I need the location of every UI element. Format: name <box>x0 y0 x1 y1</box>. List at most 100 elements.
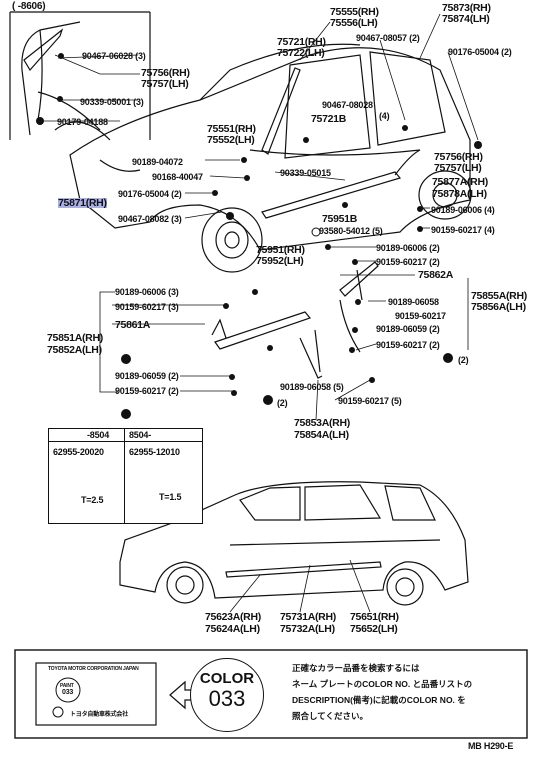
note-line-1: 正確なカラー品番を検索するには <box>292 663 420 673</box>
part-label: 75721B <box>311 113 346 125</box>
plate-footer: トヨタ自動車株式会社 <box>70 712 129 718</box>
part-label: 75757(LH) <box>141 78 189 90</box>
side-body-moulding <box>225 561 382 578</box>
window-frame-moulding <box>261 67 301 155</box>
inset-header: ( -8606) <box>12 1 46 12</box>
part-label: 75652(LH) <box>350 623 398 635</box>
clip-header-left: -8504 <box>87 430 110 440</box>
part-label: 75756(RH) <box>141 67 190 79</box>
part-label: (4) <box>379 111 390 121</box>
part-label: 90159-60217 <box>395 311 446 321</box>
part-label: 90168-40047 <box>152 172 203 182</box>
part-label: 90159-60217 (2) <box>376 257 440 267</box>
part-label: 90159-60217 (2) <box>115 386 179 396</box>
part-label: 90467-08028 <box>322 100 373 110</box>
plate-title: TOYOTA MOTOR CORPORATION JAPAN <box>48 666 139 672</box>
plate-color-code: 033 <box>62 689 74 696</box>
clip-left-part: 62955-20020 <box>53 447 104 457</box>
part-label: 90179-04188 <box>57 117 108 127</box>
part-label: 75732A(LH) <box>280 623 335 635</box>
part-label: 75623A(RH) <box>205 611 261 623</box>
part-label: 75854A(LH) <box>294 429 349 441</box>
part-label: 75555(RH) <box>330 6 379 18</box>
part-label: 90467-08057 (2) <box>356 33 420 43</box>
part-label: 75551(RH) <box>207 123 256 135</box>
car-body-outline <box>69 47 471 251</box>
part-label: 90159-60217 (5) <box>338 396 402 406</box>
part-label: 90189-06006 (2) <box>376 243 440 253</box>
part-label: 90159-60217 (3) <box>115 302 179 312</box>
clip-table: -8504 8504- 62955-20020 62955-12010 T=2.… <box>48 428 203 524</box>
part-label: 90189-06058 (5) <box>280 382 344 392</box>
side-front-wheel <box>166 566 204 604</box>
part-label: 90467-06028 (3) <box>82 51 146 61</box>
part-label: 75757(LH) <box>434 162 482 174</box>
clip-right-part: 62955-12010 <box>129 447 180 457</box>
clip-table-header <box>49 429 202 442</box>
part-label: 75624A(LH) <box>205 623 260 635</box>
part-label: (2) <box>458 355 469 365</box>
part-label: 75722(LH) <box>277 47 325 59</box>
part-label: 75951(RH) <box>256 244 305 256</box>
part-label: 90189-06058 <box>388 297 439 307</box>
part-label: 90339-05001 (3) <box>80 97 144 107</box>
reference-code: MB H290-E <box>468 741 514 751</box>
car-side-outline <box>119 481 469 599</box>
clip-left-thickness: T=2.5 <box>81 495 104 505</box>
rear-moulding-upper <box>339 261 379 297</box>
inset-moulding <box>23 28 64 72</box>
quarter-window <box>369 51 446 146</box>
part-label: 90159-60217 (4) <box>431 225 495 235</box>
part-label: 75862A <box>418 269 453 281</box>
name-plate <box>35 662 157 726</box>
part-label: 75952(LH) <box>256 255 304 267</box>
color-circle-label: COLOR <box>199 670 255 687</box>
rocker-moulding <box>261 171 402 219</box>
part-label: 90189-06006 (4) <box>431 205 495 215</box>
part-label: 90176-05004 (2) <box>448 47 512 57</box>
part-label: 75878A(LH) <box>432 188 487 200</box>
part-label: 75552(LH) <box>207 134 255 146</box>
plate-paint-label: PAINT <box>60 683 74 689</box>
clip-table-divider <box>124 429 125 523</box>
part-label: 90467-08082 (3) <box>118 214 182 224</box>
part-label: 90159-60217 (2) <box>376 340 440 350</box>
note-line-3: DESCRIPTION(備考)に記載のCOLOR NO. を <box>292 695 466 705</box>
part-label: 75861A <box>115 319 150 331</box>
part-label: 75756(RH) <box>434 151 483 163</box>
note-line-2: ネーム プレートのCOLOR NO. と品番リストの <box>292 679 473 689</box>
color-code-circle: COLOR 033 <box>190 658 264 732</box>
front-door-moulding <box>214 311 312 350</box>
side-rear-wheel <box>386 568 424 606</box>
part-label: 75871(RH) <box>58 197 107 209</box>
part-label: 90189-04072 <box>132 157 183 167</box>
part-label: 90189-06059 (2) <box>115 371 179 381</box>
part-label: 75731A(RH) <box>280 611 336 623</box>
note-line-4: 照合してください。 <box>292 711 368 721</box>
part-label: 75855A(RH) <box>471 290 527 302</box>
part-label: 90189-06059 (2) <box>376 324 440 334</box>
part-label: (2) <box>277 398 288 408</box>
part-label: 75721(RH) <box>277 36 326 48</box>
color-circle-code: 033 <box>208 686 246 711</box>
part-label: 75851A(RH) <box>47 332 103 344</box>
front-door-glass <box>239 486 301 521</box>
part-label: 90176-05004 (2) <box>118 189 182 199</box>
part-label: 90189-06006 (3) <box>115 287 179 297</box>
part-label: 75874(LH) <box>442 13 490 25</box>
part-label: 75873(RH) <box>442 2 491 14</box>
part-label: 75556(LH) <box>330 17 378 29</box>
color-info-box <box>14 649 528 739</box>
rear-wheel <box>418 170 472 220</box>
part-label: 75856A(LH) <box>471 301 526 313</box>
part-label: 75852A(LH) <box>47 344 102 356</box>
rear-door-window <box>284 54 371 159</box>
part-label: 90339-05015 <box>280 168 331 178</box>
part-label: 75853A(RH) <box>294 417 350 429</box>
clip-header-right: 8504- <box>129 430 152 440</box>
part-label: 75651(RH) <box>350 611 399 623</box>
clip-right-thickness: T=1.5 <box>159 492 182 502</box>
front-wheel <box>201 207 263 273</box>
